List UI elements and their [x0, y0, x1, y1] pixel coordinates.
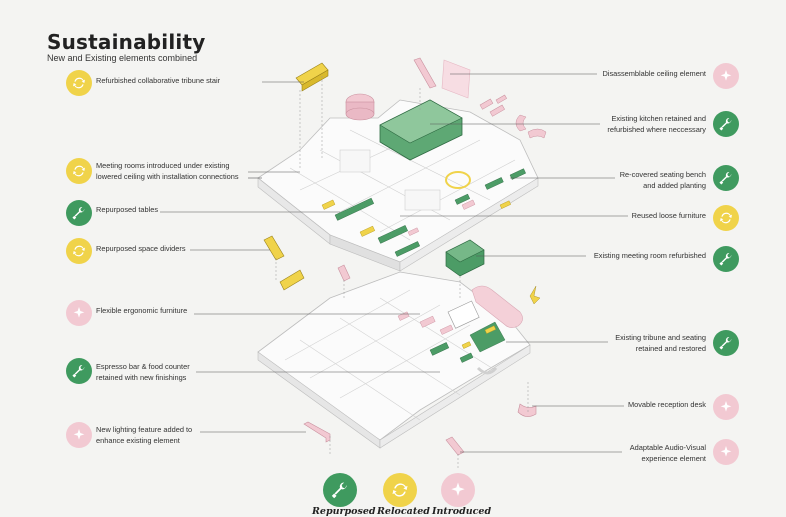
- label-movable-reception-desk: Movable reception desk: [627, 400, 706, 409]
- page-title: Sustainability: [47, 30, 206, 54]
- relocated-icon: [66, 158, 92, 184]
- introduced-icon: [713, 394, 739, 420]
- repurposed-icon: [713, 111, 739, 137]
- introduced-icon: [66, 422, 92, 448]
- label-disassemblable-ceiling: Disassemblable ceiling element: [602, 69, 706, 78]
- label-espresso-bar: Espresso bar & food counter retained wit…: [96, 362, 190, 382]
- label-flexible-ergonomic-furniture: Flexible ergonomic furniture: [96, 306, 188, 315]
- legend-sparkle-icon: [441, 473, 475, 507]
- label-adaptable-audio-visual: Adaptable Audio-Visual experience elemen…: [629, 443, 706, 463]
- legend-wrench-icon: [323, 473, 357, 507]
- label-existing-kitchen: Existing kitchen retained and refurbishe…: [607, 114, 706, 134]
- label-new-lighting-feature: New lighting feature added to enhance ex…: [96, 425, 193, 445]
- introduced-icon: [713, 63, 739, 89]
- label-repurposed-tables: Repurposed tables: [96, 205, 159, 214]
- legend-label-relocated: Relocated: [377, 506, 430, 517]
- legend-label-repurposed: Repurposed: [312, 506, 376, 517]
- repurposed-icon: [713, 330, 739, 356]
- upper-floor-plan: [257, 99, 539, 272]
- repurposed-icon: [713, 165, 739, 191]
- introduced-icon: [66, 300, 92, 326]
- label-meeting-rooms-introduced: Meeting rooms introduced under existing …: [96, 161, 239, 181]
- label-existing-meeting-room: Existing meeting room refurbished: [593, 251, 706, 260]
- relocated-icon: [66, 238, 92, 264]
- exploded-elements: [263, 57, 547, 456]
- page-subtitle: New and Existing elements combined: [47, 53, 198, 63]
- legend-cycle-arrows-icon: [383, 473, 417, 507]
- legend-label-introduced: Introduced: [432, 506, 492, 517]
- relocated-icon: [713, 205, 739, 231]
- label-repurposed-space-dividers: Repurposed space dividers: [96, 244, 186, 253]
- repurposed-icon: [66, 200, 92, 226]
- repurposed-icon: [713, 246, 739, 272]
- label-existing-tribune: Existing tribune and seating retained an…: [615, 333, 706, 353]
- repurposed-icon: [66, 358, 92, 384]
- label-reused-loose-furniture: Reused loose furniture: [631, 211, 706, 220]
- label-re-covered-seating: Re-covered seating bench and added plant…: [619, 170, 706, 190]
- relocated-icon: [66, 70, 92, 96]
- label-refurbished-tribune-stair: Refurbished collaborative tribune stair: [96, 76, 221, 85]
- introduced-icon: [713, 439, 739, 465]
